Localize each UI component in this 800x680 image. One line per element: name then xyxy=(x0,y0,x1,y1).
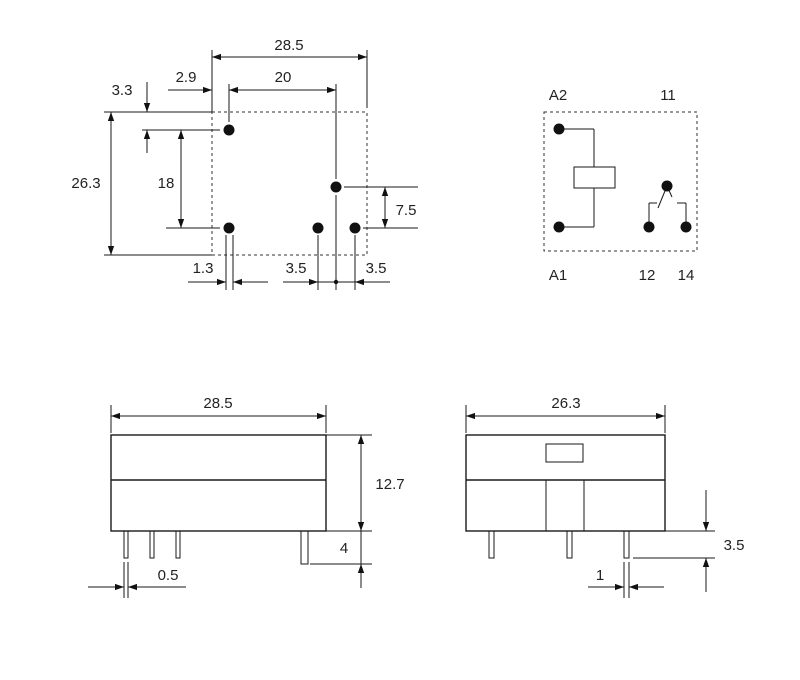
footprint-outline xyxy=(211,111,368,256)
footprint-pin-14 xyxy=(349,222,361,234)
dim-pin-vertical-span-label: 18 xyxy=(158,175,175,192)
schematic-pin-14 xyxy=(680,221,692,233)
dim-width-total: 28.5 xyxy=(211,37,368,112)
footprint-view: 28.5 20 2.9 3.3 26.3 xyxy=(71,37,418,290)
dim-left-offset: 2.9 xyxy=(168,69,212,94)
coil-symbol xyxy=(553,123,616,233)
dim-side-pin-width: 0.5 xyxy=(88,562,186,598)
label-12: 12 xyxy=(639,267,656,284)
side-pin-3 xyxy=(175,530,181,559)
label-11: 11 xyxy=(660,87,676,104)
end-body xyxy=(465,434,666,532)
dim-coil-offset-label: 7.5 xyxy=(396,202,417,219)
footprint-pin-a1 xyxy=(223,222,235,234)
dim-side-pin-length: 4 xyxy=(310,531,372,588)
dim-height-total: 26.3 xyxy=(71,111,212,256)
side-view: 28.5 12.7 4 0.5 xyxy=(88,395,405,598)
dim-pin-diameter: 1.3 xyxy=(188,235,268,290)
dim-pin-row-span: 20 xyxy=(228,69,337,179)
schematic-view: A2 11 A1 12 14 xyxy=(543,87,698,284)
side-body xyxy=(110,434,327,532)
dim-pin-diameter-label: 1.3 xyxy=(193,260,214,277)
footprint-pin-12 xyxy=(312,222,324,234)
side-pin-2 xyxy=(149,530,155,559)
schematic-pin-11 xyxy=(661,180,673,192)
dim-height-total-label: 26.3 xyxy=(71,175,100,192)
dim-end-width-label: 26.3 xyxy=(551,395,580,412)
dim-side-length: 28.5 xyxy=(110,395,327,433)
end-view: 26.3 3.5 1 xyxy=(465,395,744,598)
dim-top-offset-label: 3.3 xyxy=(112,82,133,99)
schematic-pin-a1 xyxy=(553,221,565,233)
label-a1: A1 xyxy=(549,267,567,284)
dim-end-pin-length-label: 3.5 xyxy=(724,537,745,554)
dim-side-pin-width-label: 0.5 xyxy=(158,567,179,584)
contact-symbol xyxy=(643,180,692,233)
dim-side-height-label: 12.7 xyxy=(375,476,404,493)
schematic-pin-12 xyxy=(643,221,655,233)
schematic-outline xyxy=(543,111,698,252)
dim-side-length-label: 28.5 xyxy=(203,395,232,412)
end-pin-2 xyxy=(566,530,573,559)
end-label-window xyxy=(545,443,584,463)
dim-pin-vertical-span: 18 xyxy=(158,130,220,229)
footprint-pin-11 xyxy=(330,181,342,193)
dim-side-height: 12.7 xyxy=(326,434,405,532)
dim-end-pin-width: 1 xyxy=(588,562,664,598)
dim-end-pin-width-label: 1 xyxy=(596,567,604,584)
dim-pin-gap-a-label: 3.5 xyxy=(286,260,307,277)
dim-pin-gaps: 3.5 3.5 xyxy=(283,195,390,290)
dim-width-total-label: 28.5 xyxy=(274,37,303,54)
side-pin-4 xyxy=(300,530,309,565)
dim-left-offset-label: 2.9 xyxy=(176,69,197,86)
label-a2: A2 xyxy=(549,87,567,104)
schematic-pin-a2 xyxy=(553,123,565,135)
label-14: 14 xyxy=(678,267,695,284)
side-pin-1 xyxy=(123,530,129,559)
footprint-pin-a2 xyxy=(223,124,235,136)
end-pin-1 xyxy=(488,530,495,559)
dim-end-pin-length: 3.5 xyxy=(633,490,744,592)
dim-pin-row-span-label: 20 xyxy=(275,69,292,86)
dim-top-offset: 3.3 xyxy=(112,82,220,153)
dim-end-width: 26.3 xyxy=(465,395,666,433)
end-pin-3 xyxy=(623,530,630,559)
dim-side-pin-length-label: 4 xyxy=(340,540,348,557)
dim-coil-offset: 7.5 xyxy=(344,186,418,229)
dim-pin-gap-b-label: 3.5 xyxy=(366,260,387,277)
